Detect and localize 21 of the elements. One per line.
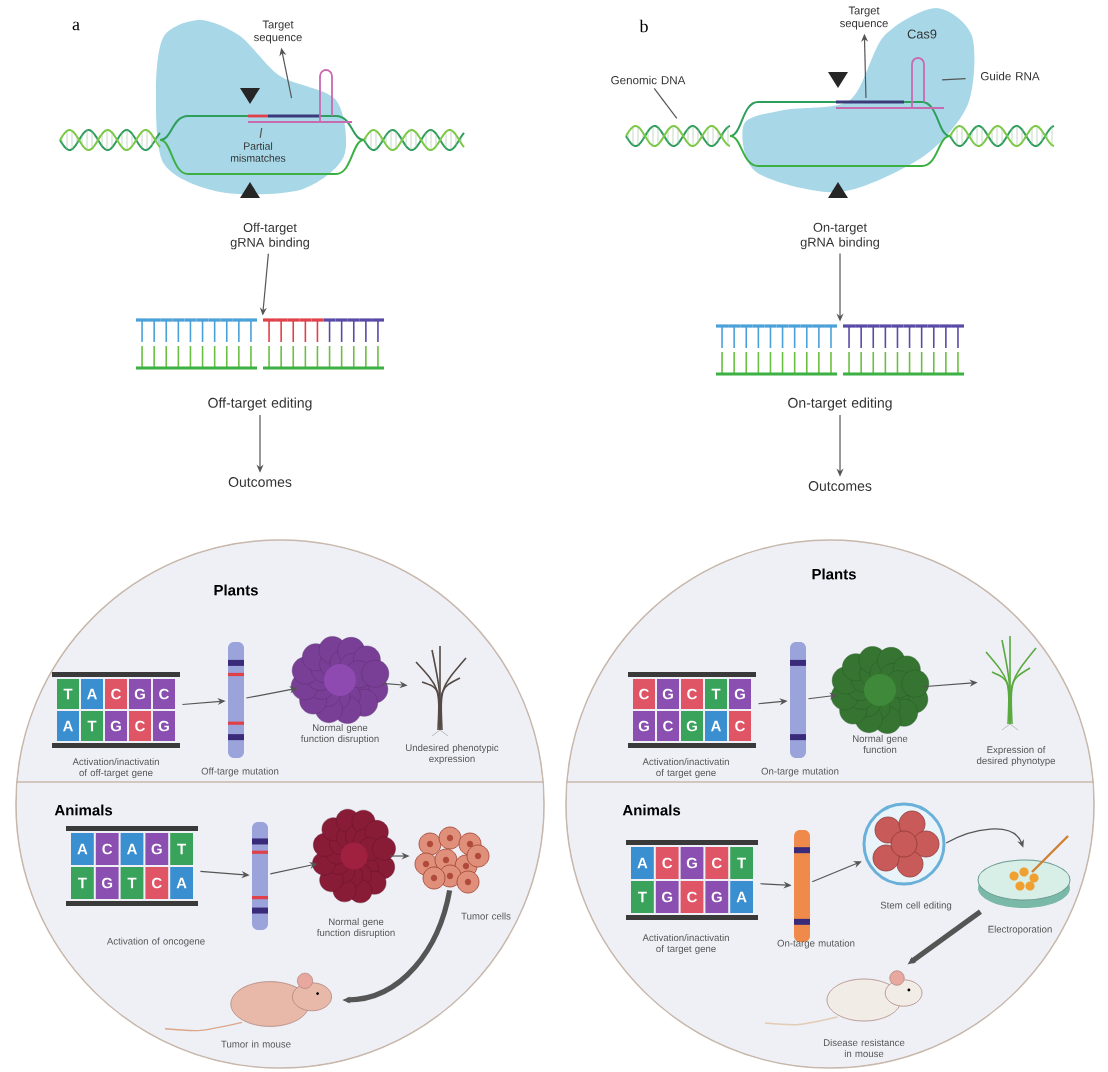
leader-line <box>653 87 678 119</box>
mouse-drawing <box>764 970 923 1026</box>
panel-letter: a <box>72 21 80 31</box>
chromosome-drawing <box>252 822 268 930</box>
chromosome-drawing <box>228 642 244 758</box>
petri-dish-drawing <box>977 835 1071 908</box>
plant-drawing <box>415 645 467 737</box>
mouse-drawing <box>164 972 332 1032</box>
edited-dna-drawing <box>136 318 384 370</box>
panel-letter: b <box>639 19 648 33</box>
plant-drawing <box>985 635 1037 731</box>
chromosome-drawing <box>794 830 810 942</box>
leader-line <box>941 77 967 81</box>
protein-drawing <box>831 646 930 734</box>
stem-cell-drawing <box>862 802 946 886</box>
edited-dna-drawing <box>716 324 964 376</box>
protein-drawing <box>312 809 396 904</box>
leader-line <box>259 127 263 139</box>
tumor-cells-drawing <box>414 826 490 894</box>
chromosome-drawing <box>790 642 806 758</box>
protein-drawing <box>291 636 390 724</box>
